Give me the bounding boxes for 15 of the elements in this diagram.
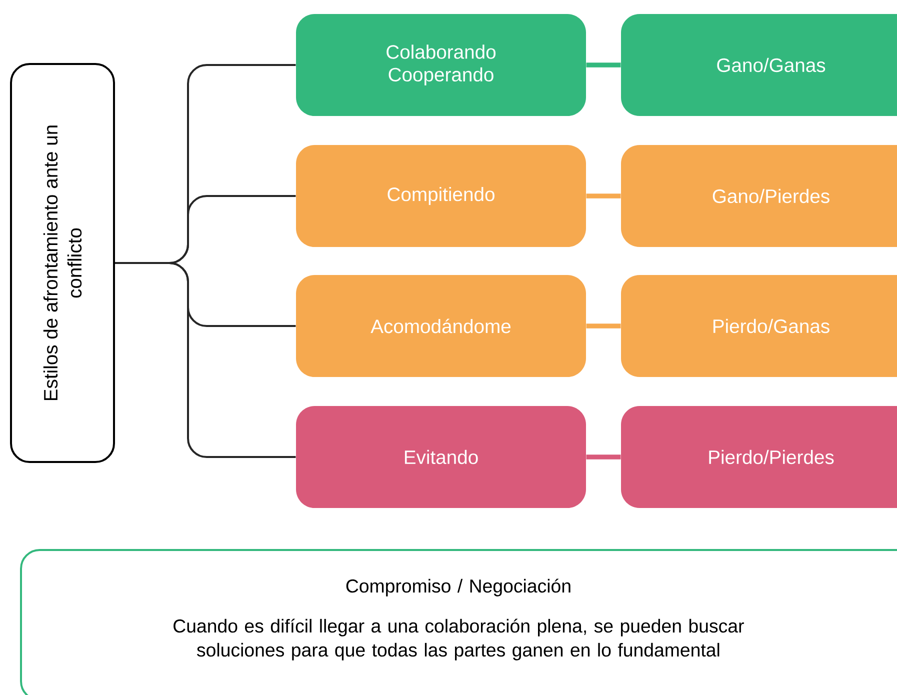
connector-line xyxy=(586,454,621,460)
note-box: Compromiso / Negociación Cuando es difícil llegar a una colaboración plena, se pueden buscar soluciones para que todas las partes ganen en lo fundamental xyxy=(20,549,897,695)
connector-line xyxy=(586,194,621,198)
result-box: Gano/Pierdes xyxy=(621,145,897,247)
title-box: Estilos de afrontamiento ante un conflicto xyxy=(10,63,115,463)
style-box: Colaborando Cooperando xyxy=(296,14,586,116)
result-box: Pierdo/Pierdes xyxy=(621,406,897,508)
tree-connector xyxy=(115,262,296,458)
result-box: Gano/Ganas xyxy=(621,14,897,116)
style-box: Evitando xyxy=(296,406,586,508)
result-box: Pierdo/Ganas xyxy=(621,275,897,377)
style-box: Acomodándome xyxy=(296,275,586,377)
connector-line xyxy=(586,324,621,328)
connector-line xyxy=(586,62,621,68)
style-box: Compitiendo xyxy=(296,145,586,247)
